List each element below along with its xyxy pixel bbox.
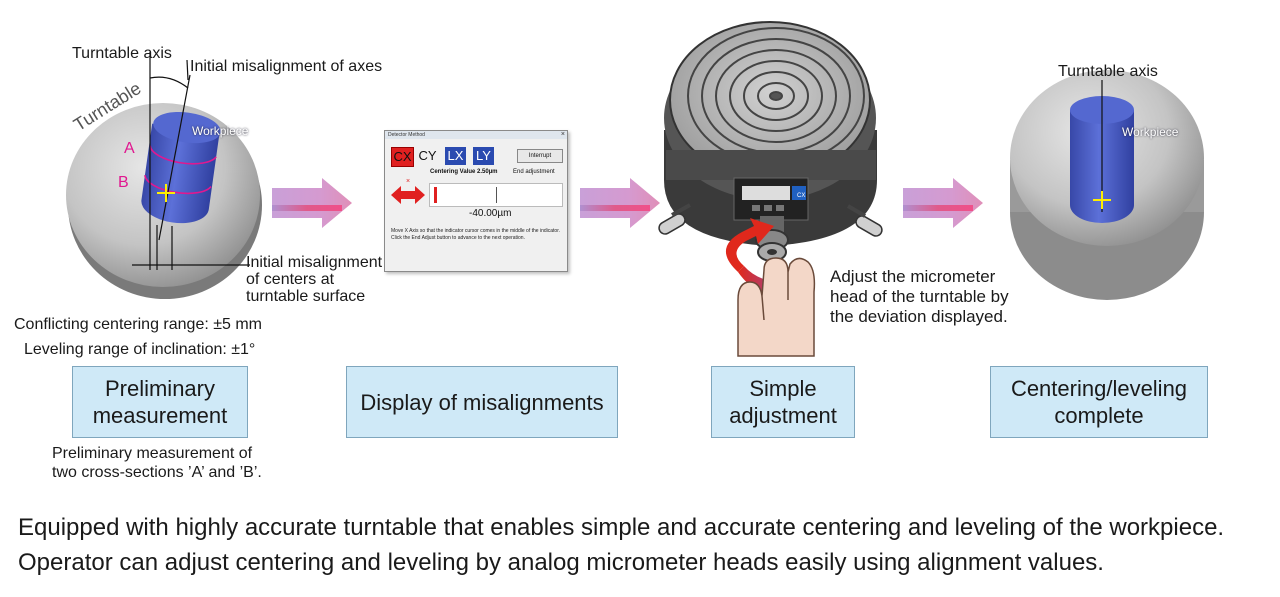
misalign-centers-line2: of centers at: [246, 271, 335, 288]
step4-turntable-axis-label: Turntable axis: [1058, 63, 1158, 80]
step3-box-line1: Simple: [749, 376, 817, 401]
axis-cy-button[interactable]: CY: [418, 148, 437, 163]
double-arrow-icon: ×: [391, 178, 425, 204]
workpiece-label: Workpiece: [192, 124, 249, 138]
step1-axis-lines: [132, 52, 250, 270]
initial-misalignment-axes-label: Initial misalignment of axes: [190, 58, 383, 75]
axis-cx-button[interactable]: CX: [391, 147, 414, 167]
step4-workpiece-label: Workpiece: [1122, 125, 1179, 139]
adjust-line1: Adjust the micrometer: [830, 267, 996, 286]
step-box-simple-adjustment: Simple adjustment: [711, 366, 855, 438]
initial-misalignment-centers-label: Initial misalignment of centers at turnt…: [246, 254, 382, 305]
section-a-label: A: [124, 140, 135, 157]
step-box-preliminary-measurement: Preliminary measurement: [72, 366, 248, 438]
step-box-display-misalignments: Display of misalignments: [346, 366, 618, 438]
step1-box-line2: measurement: [92, 403, 228, 428]
centering-value: Centering Value 2.50µm: [430, 169, 498, 175]
step3-box-line2: adjustment: [729, 403, 837, 428]
window-title: Detector Method: [385, 131, 567, 139]
step2-box-label: Display of misalignments: [360, 389, 604, 415]
caption-line2: two cross-sections ’A’ and ’B’.: [52, 464, 262, 481]
step4-crosshair-icon: [1093, 191, 1111, 209]
deviation-value: -40.00µm: [469, 208, 512, 219]
description-line1: Equipped with highly accurate turntable …: [18, 514, 1225, 541]
panel-cx-label: CX: [797, 193, 806, 199]
adjust-line2: head of the turntable by: [830, 287, 1009, 306]
step1-crosshair-icon: [157, 184, 175, 202]
step1-workpiece-cylinder: [141, 111, 221, 224]
section-b-label: B: [118, 174, 129, 191]
end-adjustment-button[interactable]: End adjustment: [513, 169, 555, 175]
flow-arrow-3: [903, 178, 983, 228]
indicator-center-mark: [496, 187, 497, 203]
step1-box-line1: Preliminary: [104, 376, 215, 401]
misalignment-display-window: Detector Method × CX CY LX LY Interrupt …: [384, 130, 568, 272]
hand-icon: [737, 257, 816, 357]
axis-ly-button[interactable]: LY: [473, 147, 494, 165]
close-icon[interactable]: ×: [560, 131, 565, 138]
conflicting-range-label: Conflicting centering range: ±5 mm: [14, 316, 263, 333]
step-box-centering-complete: Centering/leveling complete: [990, 366, 1208, 438]
flow-arrow-1: [272, 178, 352, 228]
interrupt-button[interactable]: Interrupt: [517, 149, 563, 163]
preliminary-caption: Preliminary measurement of two cross-sec…: [52, 444, 262, 482]
svg-text:×: ×: [406, 178, 410, 185]
step4-box-line1: Centering/leveling: [1010, 376, 1188, 401]
leveling-range-label: Leveling range of inclination: ±1°: [24, 341, 256, 358]
caption-line1: Preliminary measurement of: [52, 445, 253, 462]
indicator-cursor[interactable]: [434, 187, 437, 203]
axis-lx-button[interactable]: LX: [445, 147, 466, 165]
description-line2: Operator can adjust centering and leveli…: [18, 549, 1104, 576]
misalign-centers-line3: turntable surface: [246, 288, 366, 305]
adjust-line3: the deviation displayed.: [830, 307, 1008, 326]
instruction-note: Move X Axis so that the indicator cursor…: [391, 228, 560, 241]
indicator-scale: [429, 183, 563, 207]
step4-box-line2: complete: [1054, 403, 1144, 428]
adjust-instruction: Adjust the micrometer head of the turnta…: [830, 267, 1009, 327]
turntable-axis-label: Turntable axis: [72, 45, 172, 62]
misalign-centers-line1: Initial misalignment: [246, 254, 383, 271]
flow-arrow-2: [580, 178, 660, 228]
step3-rotary-table: [658, 21, 883, 262]
